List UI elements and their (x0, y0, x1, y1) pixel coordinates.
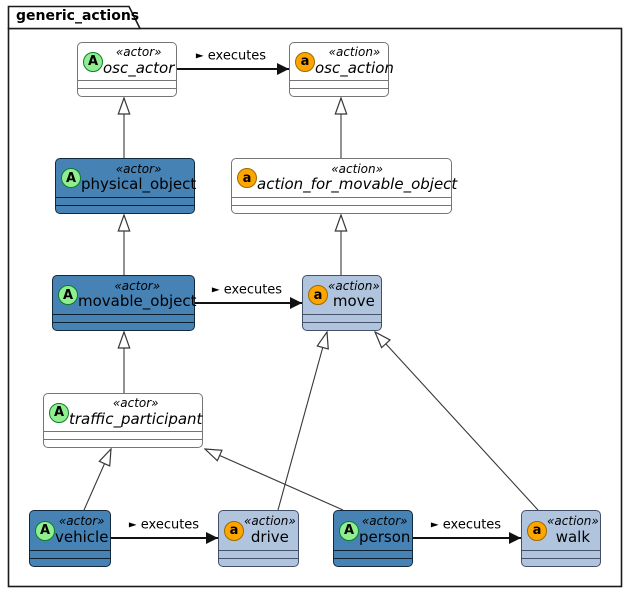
actor-badge-icon: A (61, 168, 81, 188)
direction-arrow-icon: ► (195, 50, 204, 62)
methods-compartment (334, 558, 412, 566)
stereotype-label: «action» (244, 514, 296, 529)
class-name-compartment: A«actor»person (334, 511, 412, 550)
stereotype-label: «action» (328, 45, 381, 60)
fields-compartment (290, 80, 388, 88)
executes-edge-label: ► executes (430, 517, 502, 533)
node-drive: a«action»drive (218, 510, 299, 567)
node-move: a«action»move (302, 275, 382, 331)
class-name-compartment: A«actor»vehicle (30, 511, 110, 550)
methods-compartment (56, 205, 194, 213)
stereotype-label: «actor» (112, 396, 159, 411)
class-name-compartment: a«action»drive (219, 511, 298, 550)
class-name-compartment: a «action»osc_action (290, 43, 394, 80)
stereotype-label: «actor» (58, 514, 105, 529)
fields-compartment (53, 314, 194, 322)
action-badge-icon: a (527, 520, 547, 541)
actor-badge-icon: A (58, 285, 78, 305)
action-badge-icon: a (237, 168, 257, 188)
methods-compartment (30, 558, 110, 566)
stereotype-label: «action» (328, 278, 380, 293)
node-movable_object: A «actor»movable_object (52, 275, 197, 331)
node-vehicle: A«actor»vehicle (29, 510, 111, 567)
stereotype-label: «actor» (114, 278, 161, 293)
class-name-compartment: A «actor»movable_object (53, 276, 197, 314)
class-name-label: person (359, 527, 411, 546)
action-badge-icon: a (295, 51, 315, 72)
fields-compartment (78, 80, 176, 88)
methods-compartment (290, 88, 388, 96)
class-name-compartment: a «action»action_for_movable_object (232, 159, 457, 197)
fields-compartment (30, 550, 110, 558)
class-name-label: action_for_movable_object (257, 175, 458, 194)
fields-compartment (522, 550, 600, 558)
frame-title-tab (7, 5, 142, 30)
node-person: A«actor»person (333, 510, 413, 567)
class-name-compartment: A «actor»traffic_participant (44, 394, 202, 431)
fields-compartment (232, 197, 451, 205)
class-name-label: walk (555, 527, 591, 546)
executes-edge-label: ► executes (195, 48, 267, 64)
action-badge-icon: a (224, 520, 244, 541)
node-action_for_movable_object: a «action»action_for_movable_object (231, 158, 457, 214)
class-name-compartment: a«action»move (303, 276, 381, 314)
executes-edge-label: ► executes (211, 282, 283, 298)
methods-compartment (219, 558, 298, 566)
fields-compartment (219, 550, 298, 558)
executes-edge-label: ► executes (128, 517, 200, 533)
class-name-label: drive (250, 527, 289, 546)
methods-compartment (53, 322, 194, 330)
node-osc_action: a «action»osc_action (289, 42, 394, 97)
direction-arrow-icon: ► (430, 519, 439, 531)
fields-compartment (303, 314, 381, 322)
inheritance-edge-person-to-traffic_participant (205, 449, 344, 511)
stereotype-label: «actor» (361, 514, 408, 529)
methods-compartment (232, 205, 451, 213)
diagram-title: generic_actions (16, 8, 140, 24)
stereotype-label: «action» (547, 514, 599, 529)
class-name-compartment: a«action»walk (522, 511, 600, 550)
node-walk: a«action»walk (521, 510, 601, 567)
class-name-label: physical_object (81, 175, 197, 194)
class-name-label: osc_actor (103, 58, 175, 77)
node-osc_actor: A «actor»osc_actor (77, 42, 177, 97)
class-name-compartment: A «actor»physical_object (56, 159, 197, 197)
fields-compartment (334, 550, 412, 558)
actor-badge-icon: A (339, 520, 359, 541)
class-name-label: vehicle (55, 527, 109, 546)
node-traffic_participant: A «actor»traffic_participant (43, 393, 203, 448)
direction-arrow-icon: ► (211, 284, 220, 296)
class-name-label: move (332, 292, 375, 311)
inheritance-edge-drive-to-move (277, 332, 327, 511)
inheritance-edge-vehicle-to-traffic_participant (83, 449, 111, 511)
stereotype-label: «action» (331, 161, 384, 176)
actor-badge-icon: A (49, 402, 69, 423)
methods-compartment (44, 439, 202, 447)
action-badge-icon: a (308, 285, 328, 305)
class-name-label: osc_action (315, 58, 394, 77)
stereotype-label: «actor» (115, 45, 162, 60)
class-name-label: traffic_participant (69, 409, 203, 428)
class-name-label: movable_object (78, 292, 197, 311)
inheritance-edge-walk-to-move (375, 332, 539, 511)
node-physical_object: A «actor»physical_object (55, 158, 197, 214)
class-name-compartment: A «actor»osc_actor (78, 43, 176, 80)
methods-compartment (303, 322, 381, 330)
actor-badge-icon: A (83, 51, 103, 72)
frame-border (7, 27, 623, 588)
stereotype-label: «actor» (115, 161, 162, 176)
direction-arrow-icon: ► (128, 519, 137, 531)
methods-compartment (78, 88, 176, 96)
methods-compartment (522, 558, 600, 566)
actor-badge-icon: A (35, 520, 55, 541)
fields-compartment (56, 197, 194, 205)
fields-compartment (44, 431, 202, 439)
